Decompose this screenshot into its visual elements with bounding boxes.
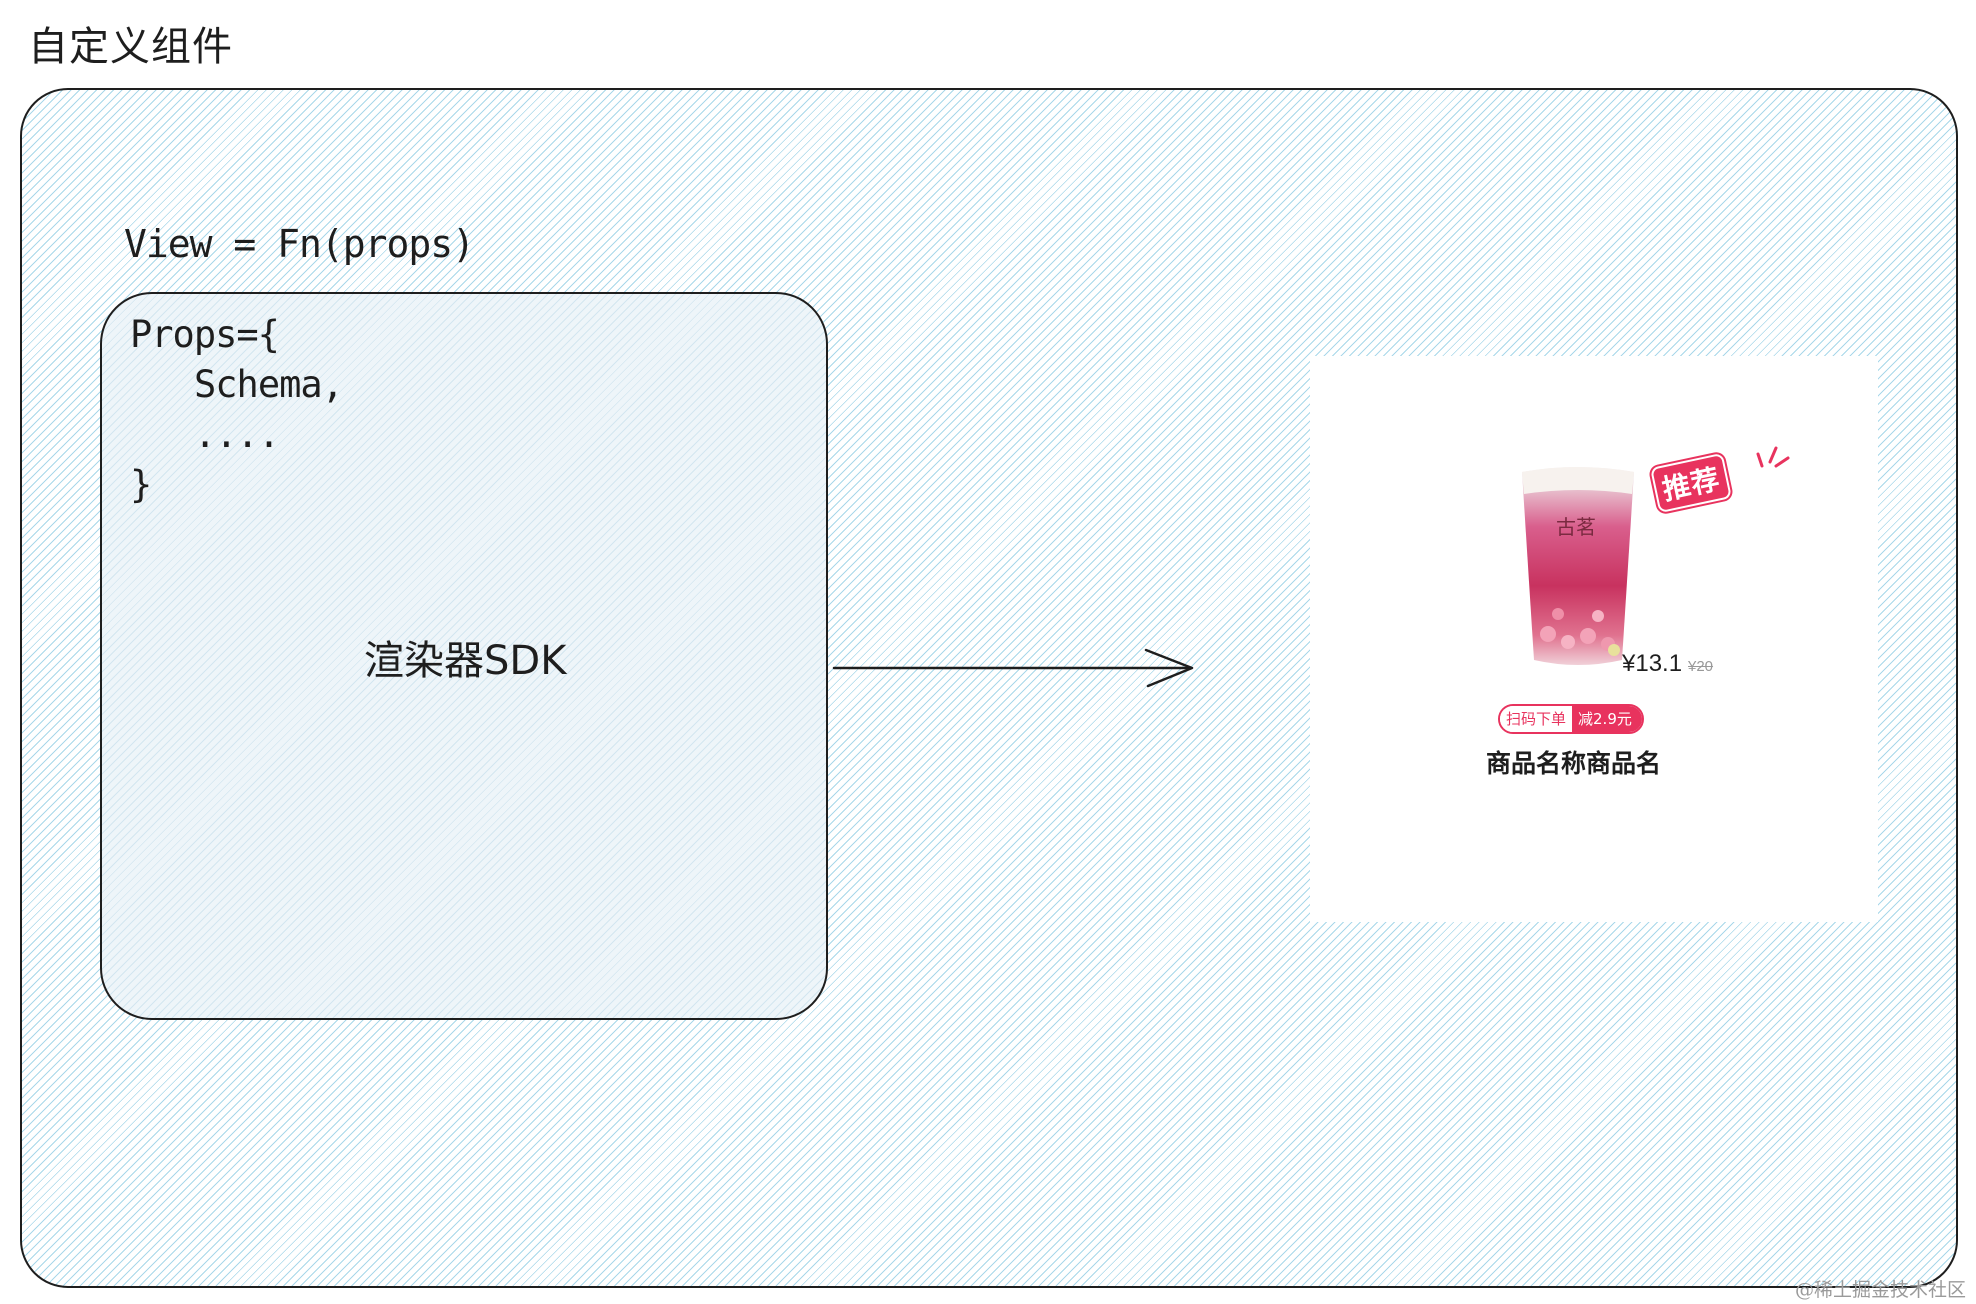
promo-scan-label: 扫码下单 bbox=[1500, 706, 1573, 732]
sparkle-icon bbox=[1756, 446, 1790, 468]
props-code-line: Props={ bbox=[130, 313, 280, 356]
arrow-right-icon bbox=[832, 648, 1194, 688]
props-code-line: .... bbox=[194, 413, 280, 456]
promo-tag: 扫码下单 减2.9元 bbox=[1498, 704, 1644, 734]
props-code-line: } bbox=[130, 463, 152, 506]
promo-discount-label: 减2.9元 bbox=[1572, 706, 1642, 732]
original-price-text: ¥20 bbox=[1688, 658, 1714, 675]
renderer-sdk-box bbox=[100, 292, 828, 1020]
props-code-line: Schema, bbox=[194, 363, 344, 406]
drink-cup-image: 古茗 bbox=[1518, 464, 1638, 674]
product-name: 商品名称商品名 bbox=[1486, 749, 1662, 778]
page-title: 自定义组件 bbox=[28, 24, 233, 70]
price-text: ¥13.1 bbox=[1622, 650, 1683, 677]
product-card: 古茗 推荐 ¥13.1 ¥20 扫码下单 减2.9元 商品名称商品名 bbox=[1310, 356, 1878, 922]
watermark: @稀土掘金技术社区 bbox=[1794, 1279, 1966, 1301]
sdk-label: 渲染器SDK bbox=[364, 638, 567, 684]
formula-text: View = Fn(props) bbox=[124, 222, 475, 266]
props-code-block: Props={ Schema, .... } bbox=[130, 310, 344, 510]
recommend-badge: 推荐 bbox=[1650, 452, 1732, 514]
cup-brand-text: 古茗 bbox=[1556, 515, 1596, 539]
